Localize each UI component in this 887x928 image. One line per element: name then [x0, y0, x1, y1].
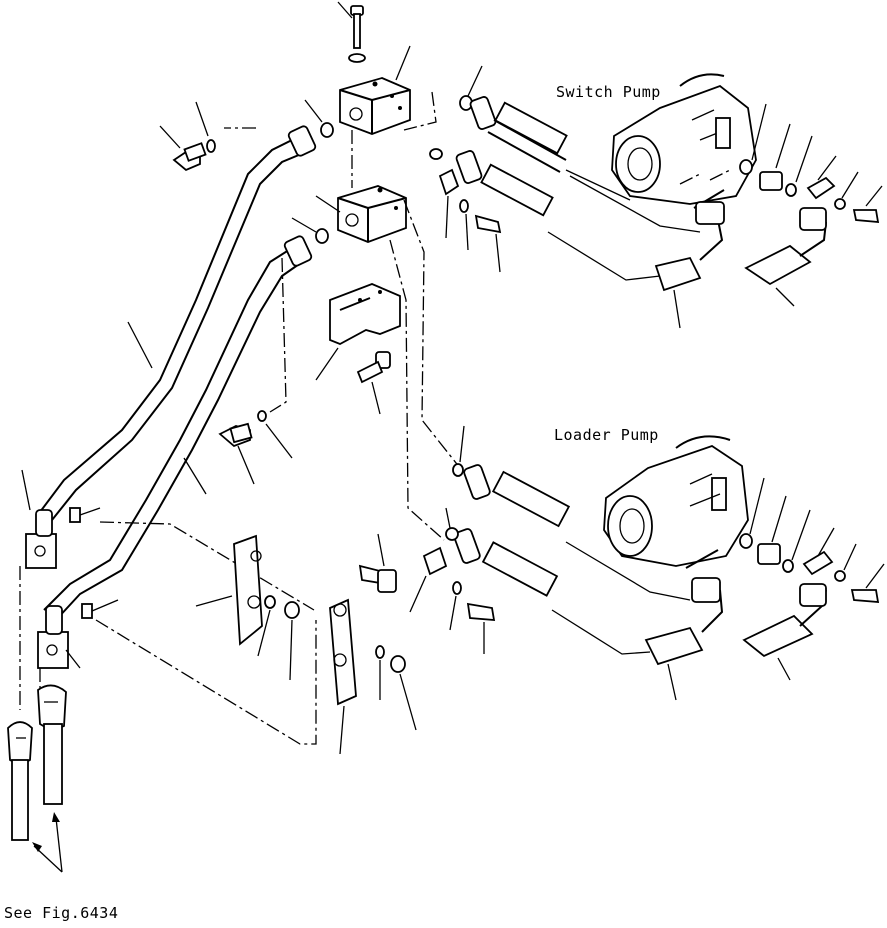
o-ring	[429, 148, 443, 160]
switch-pump-hoses	[455, 96, 827, 329]
loader-pump	[603, 435, 749, 569]
upper-valve-block	[339, 45, 411, 135]
o-ring	[315, 228, 329, 244]
top-bolt	[337, 1, 366, 63]
bracket-bolt	[356, 351, 391, 415]
center-bolt	[358, 533, 397, 593]
pipe-upper	[39, 125, 317, 521]
loader-pump-label: Loader Pump	[554, 426, 659, 444]
middle-bolt	[218, 410, 293, 485]
see-fig-reference: See Fig.6434	[4, 904, 119, 922]
pipe-lower	[43, 235, 313, 621]
loader-pump-clamp	[409, 425, 496, 654]
switch-pump-label: Switch Pump	[556, 83, 661, 101]
see-fig-arrows	[32, 812, 63, 873]
loader-pump-fittings	[739, 477, 885, 603]
clamp-fasteners	[257, 595, 417, 731]
switch-pump-clamp	[438, 168, 502, 273]
clamp-plate-right	[329, 598, 357, 755]
left-upper-fitting	[21, 469, 101, 569]
mounting-bracket	[315, 283, 401, 381]
left-lower-fitting	[37, 599, 119, 669]
bottom-hose-connectors	[7, 684, 67, 841]
clamp-plate-left	[195, 534, 263, 646]
upper-flange-bolt	[159, 101, 216, 172]
lower-valve-block	[315, 185, 407, 243]
o-ring	[320, 122, 334, 138]
loader-pump-hoses	[453, 464, 827, 701]
switch-pump-fittings	[739, 103, 883, 224]
